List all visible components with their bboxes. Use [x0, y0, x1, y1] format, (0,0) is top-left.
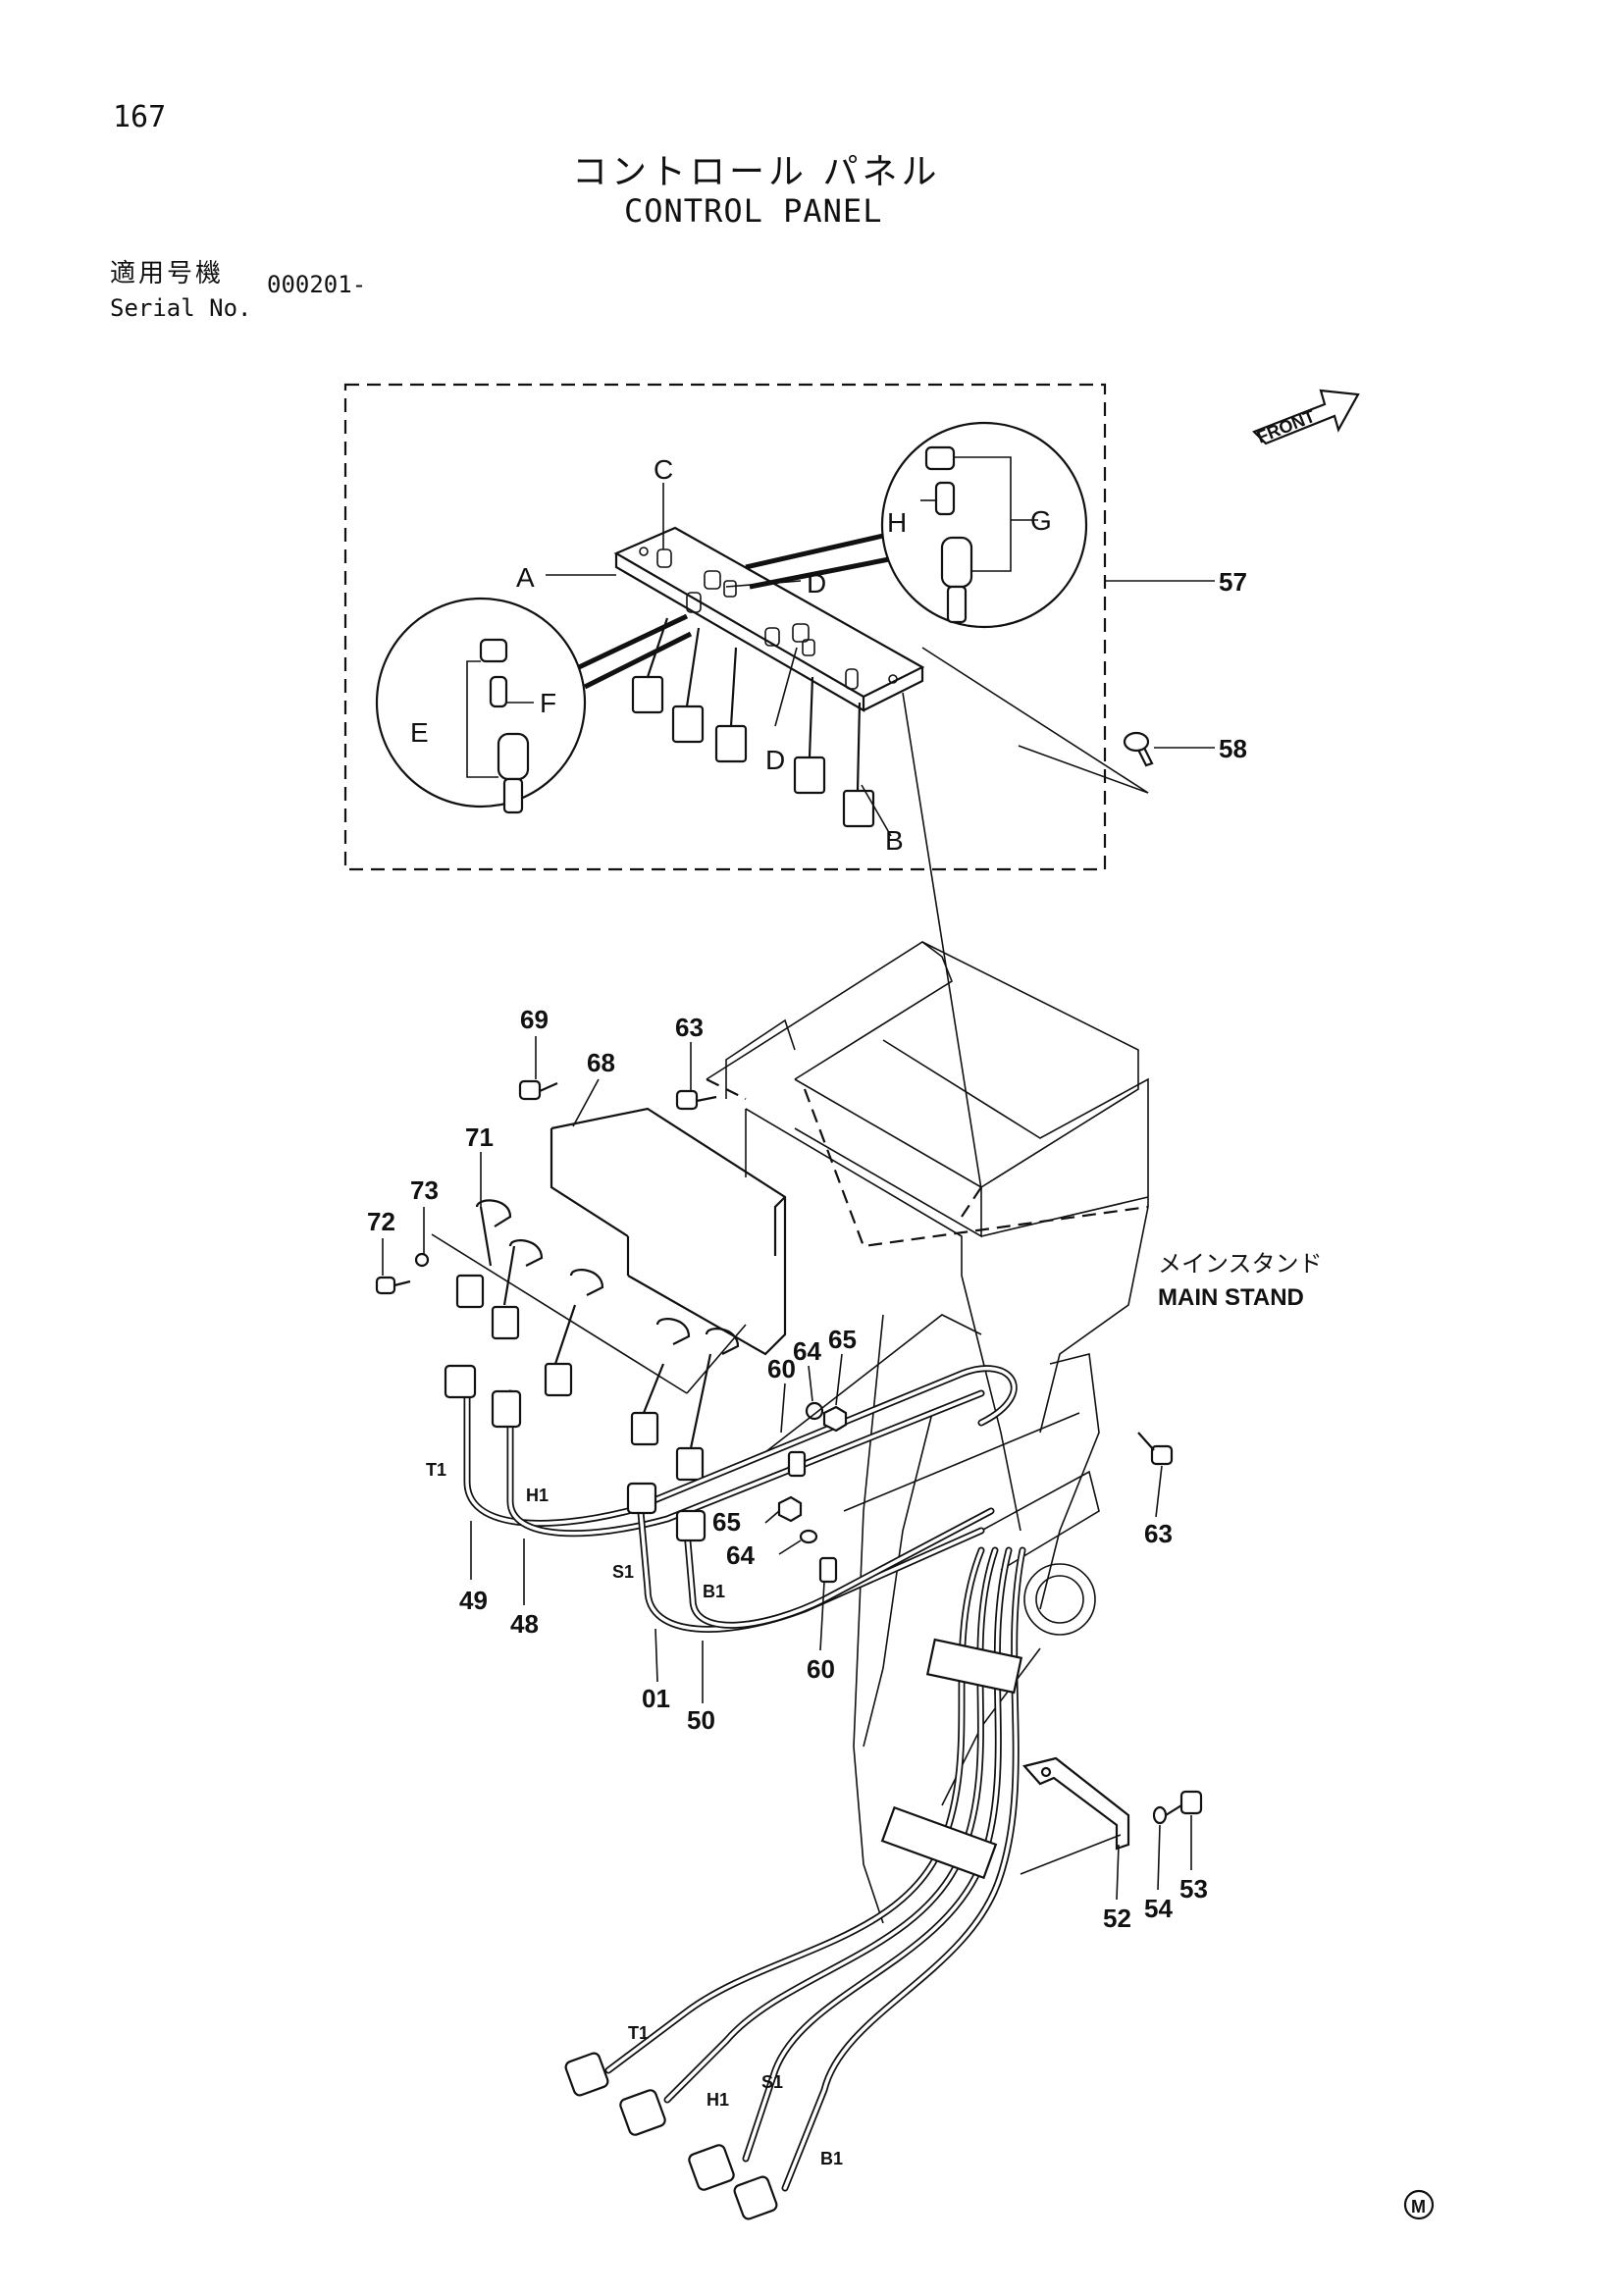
callout-71: 71: [465, 1122, 494, 1152]
letter-b: B: [885, 825, 904, 856]
title-english: CONTROL PANEL: [624, 192, 883, 230]
callout-48: 48: [510, 1609, 539, 1639]
bracket-52: [1021, 1756, 1203, 1851]
letter-f: F: [540, 688, 556, 718]
nut-65-icon: [822, 1405, 848, 1433]
callout-01: 01: [642, 1684, 670, 1713]
wire-label-h1-lower: H1: [707, 2090, 729, 2110]
washer-64-icon: [805, 1401, 824, 1421]
title-japanese: コントロール パネル: [572, 152, 941, 192]
bracket-68: [550, 1107, 787, 1356]
screw-72-icon: [375, 1276, 396, 1295]
letter-a: A: [516, 562, 535, 593]
letter-c: C: [654, 454, 673, 485]
page-number: 167: [113, 100, 167, 134]
callout-50: 50: [687, 1705, 715, 1735]
panel-plate: [613, 526, 925, 828]
callout-64-upper: 64: [793, 1336, 821, 1366]
m-mark-icon: M: [1403, 2189, 1435, 2220]
callout-72: 72: [367, 1207, 395, 1236]
detail-circle-left: [375, 597, 587, 809]
detail-circle-right: [880, 421, 1088, 629]
wire-label-s1-lower: S1: [761, 2072, 783, 2092]
detail-box: [343, 383, 1107, 871]
letter-d-lower: D: [765, 745, 785, 775]
bolt-69-icon: [518, 1079, 542, 1101]
callout-57: 57: [1219, 567, 1247, 597]
wire-label-t1-upper: T1: [426, 1460, 446, 1480]
serial-value: 000201-: [267, 271, 367, 298]
serial-label-english: Serial No.: [110, 294, 252, 322]
callout-53: 53: [1179, 1874, 1208, 1904]
washer-73-icon: [414, 1252, 430, 1268]
letter-g: G: [1030, 505, 1052, 536]
switch-e-icon: [479, 638, 530, 814]
callout-65-lower: 65: [712, 1507, 741, 1537]
letter-h: H: [887, 507, 907, 538]
wire-label-b1-lower: B1: [820, 2149, 843, 2168]
washer-64b-icon: [799, 1529, 818, 1544]
wire-label-t1-lower: T1: [628, 2023, 649, 2043]
callouts: C A D H G F E D B 57 58 69 68 63 71 73 7…: [367, 454, 1323, 2168]
screw-58-icon: [1123, 731, 1154, 767]
wire-harness-lower: [564, 1546, 1026, 2220]
wire-label-s1-upper: S1: [612, 1562, 634, 1582]
wire-label-h1-upper: H1: [526, 1486, 549, 1505]
callout-60-upper: 60: [767, 1354, 796, 1383]
callout-64-lower: 64: [726, 1540, 755, 1570]
main-stand: [706, 941, 1149, 1924]
callout-65-upper: 65: [828, 1325, 857, 1354]
callout-69: 69: [520, 1005, 549, 1034]
wire-harness-upper: [444, 1364, 1018, 1633]
callout-63: 63: [675, 1013, 704, 1042]
front-arrow-icon: FRONT: [1252, 389, 1360, 447]
m-mark-label: M: [1411, 2197, 1426, 2217]
nut-65b-icon: [777, 1495, 803, 1523]
main-stand-label-en: MAIN STAND: [1158, 1284, 1304, 1311]
switch-g-icon: [924, 445, 973, 624]
serial-label-japanese: 適用号機: [110, 259, 225, 288]
callout-58: 58: [1219, 734, 1247, 763]
main-stand-label-jp: メインスタンド: [1158, 1251, 1323, 1278]
letter-d-upper: D: [807, 568, 826, 599]
callout-68: 68: [587, 1048, 615, 1077]
bolt-63b-icon: [1150, 1444, 1174, 1466]
callout-54: 54: [1144, 1894, 1173, 1923]
letter-e: E: [410, 717, 429, 748]
callout-52: 52: [1103, 1904, 1131, 1933]
callout-73: 73: [410, 1175, 439, 1205]
front-label: FRONT: [1254, 406, 1318, 447]
bolt-63-icon: [675, 1089, 699, 1111]
callout-49: 49: [459, 1586, 488, 1615]
callout-63-lower: 63: [1144, 1519, 1173, 1548]
wire-label-b1-upper: B1: [703, 1582, 725, 1601]
callout-60-lower: 60: [807, 1654, 835, 1684]
